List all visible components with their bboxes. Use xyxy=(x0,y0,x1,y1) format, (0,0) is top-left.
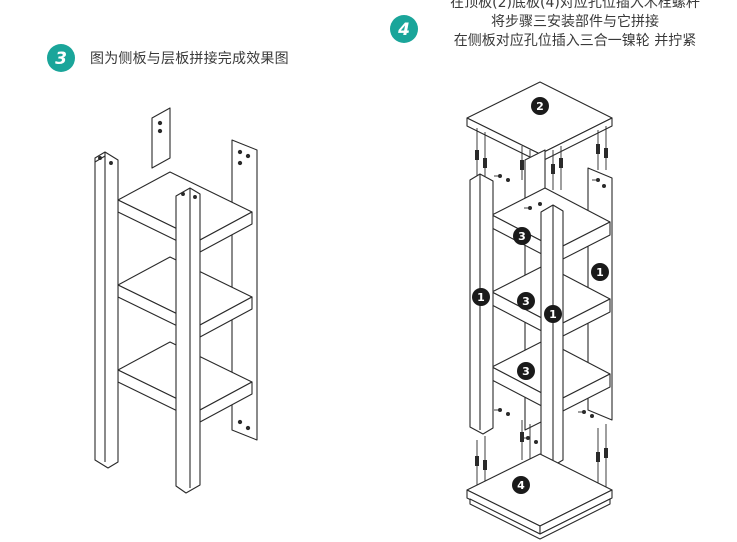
rear-left-panel xyxy=(151,107,171,169)
callout-top-board: 2 xyxy=(531,97,549,115)
step-4-badge: 4 xyxy=(390,15,418,43)
step-4-exploded-assembly xyxy=(466,81,613,540)
svg-text:1: 1 xyxy=(549,308,557,321)
callout-shelf-a: 3 xyxy=(513,227,531,245)
callout-shelf-c: 3 xyxy=(517,362,535,380)
step-3-badge: 3 xyxy=(47,44,75,72)
step-4-line-2: 将步骤三安装部件与它拼接 xyxy=(491,14,659,30)
svg-text:3: 3 xyxy=(518,230,526,243)
step-3-caption: 图为侧板与层板拼接完成效果图 xyxy=(90,51,289,67)
callout-markers: 2 3 3 3 1 1 1 4 xyxy=(472,97,609,494)
svg-text:3: 3 xyxy=(522,365,530,378)
front-right-panel xyxy=(175,187,201,494)
bottom-board xyxy=(466,453,613,527)
step-3-shelf-frame xyxy=(94,107,258,494)
callout-side-panel-right: 1 xyxy=(591,263,609,281)
front-left-panel xyxy=(94,151,119,469)
step-4-instructions: 在顶板(2)底板(4)对应孔位插入木栓螺杆 将步骤三安装部件与它拼接 在侧板对应… xyxy=(425,0,725,51)
svg-text:3: 3 xyxy=(522,295,530,308)
callout-side-panel-front: 1 xyxy=(544,305,562,323)
step-4-number: 4 xyxy=(397,20,410,40)
svg-text:2: 2 xyxy=(536,100,544,113)
step-4-line-3: 在侧板对应孔位插入三合一镍轮 并拧紧 xyxy=(453,33,697,49)
step-3-number: 3 xyxy=(55,49,67,69)
callout-side-panel-left: 1 xyxy=(472,288,490,306)
svg-text:1: 1 xyxy=(477,291,485,304)
svg-text:4: 4 xyxy=(517,479,525,492)
callout-bottom-board: 4 xyxy=(512,476,530,494)
step-4-line-1: 在顶板(2)底板(4)对应孔位插入木栓螺杆 xyxy=(450,0,700,11)
front-right-panel-4 xyxy=(540,204,564,468)
svg-text:1: 1 xyxy=(596,266,604,279)
callout-shelf-b: 3 xyxy=(517,292,535,310)
top-board xyxy=(466,81,613,155)
